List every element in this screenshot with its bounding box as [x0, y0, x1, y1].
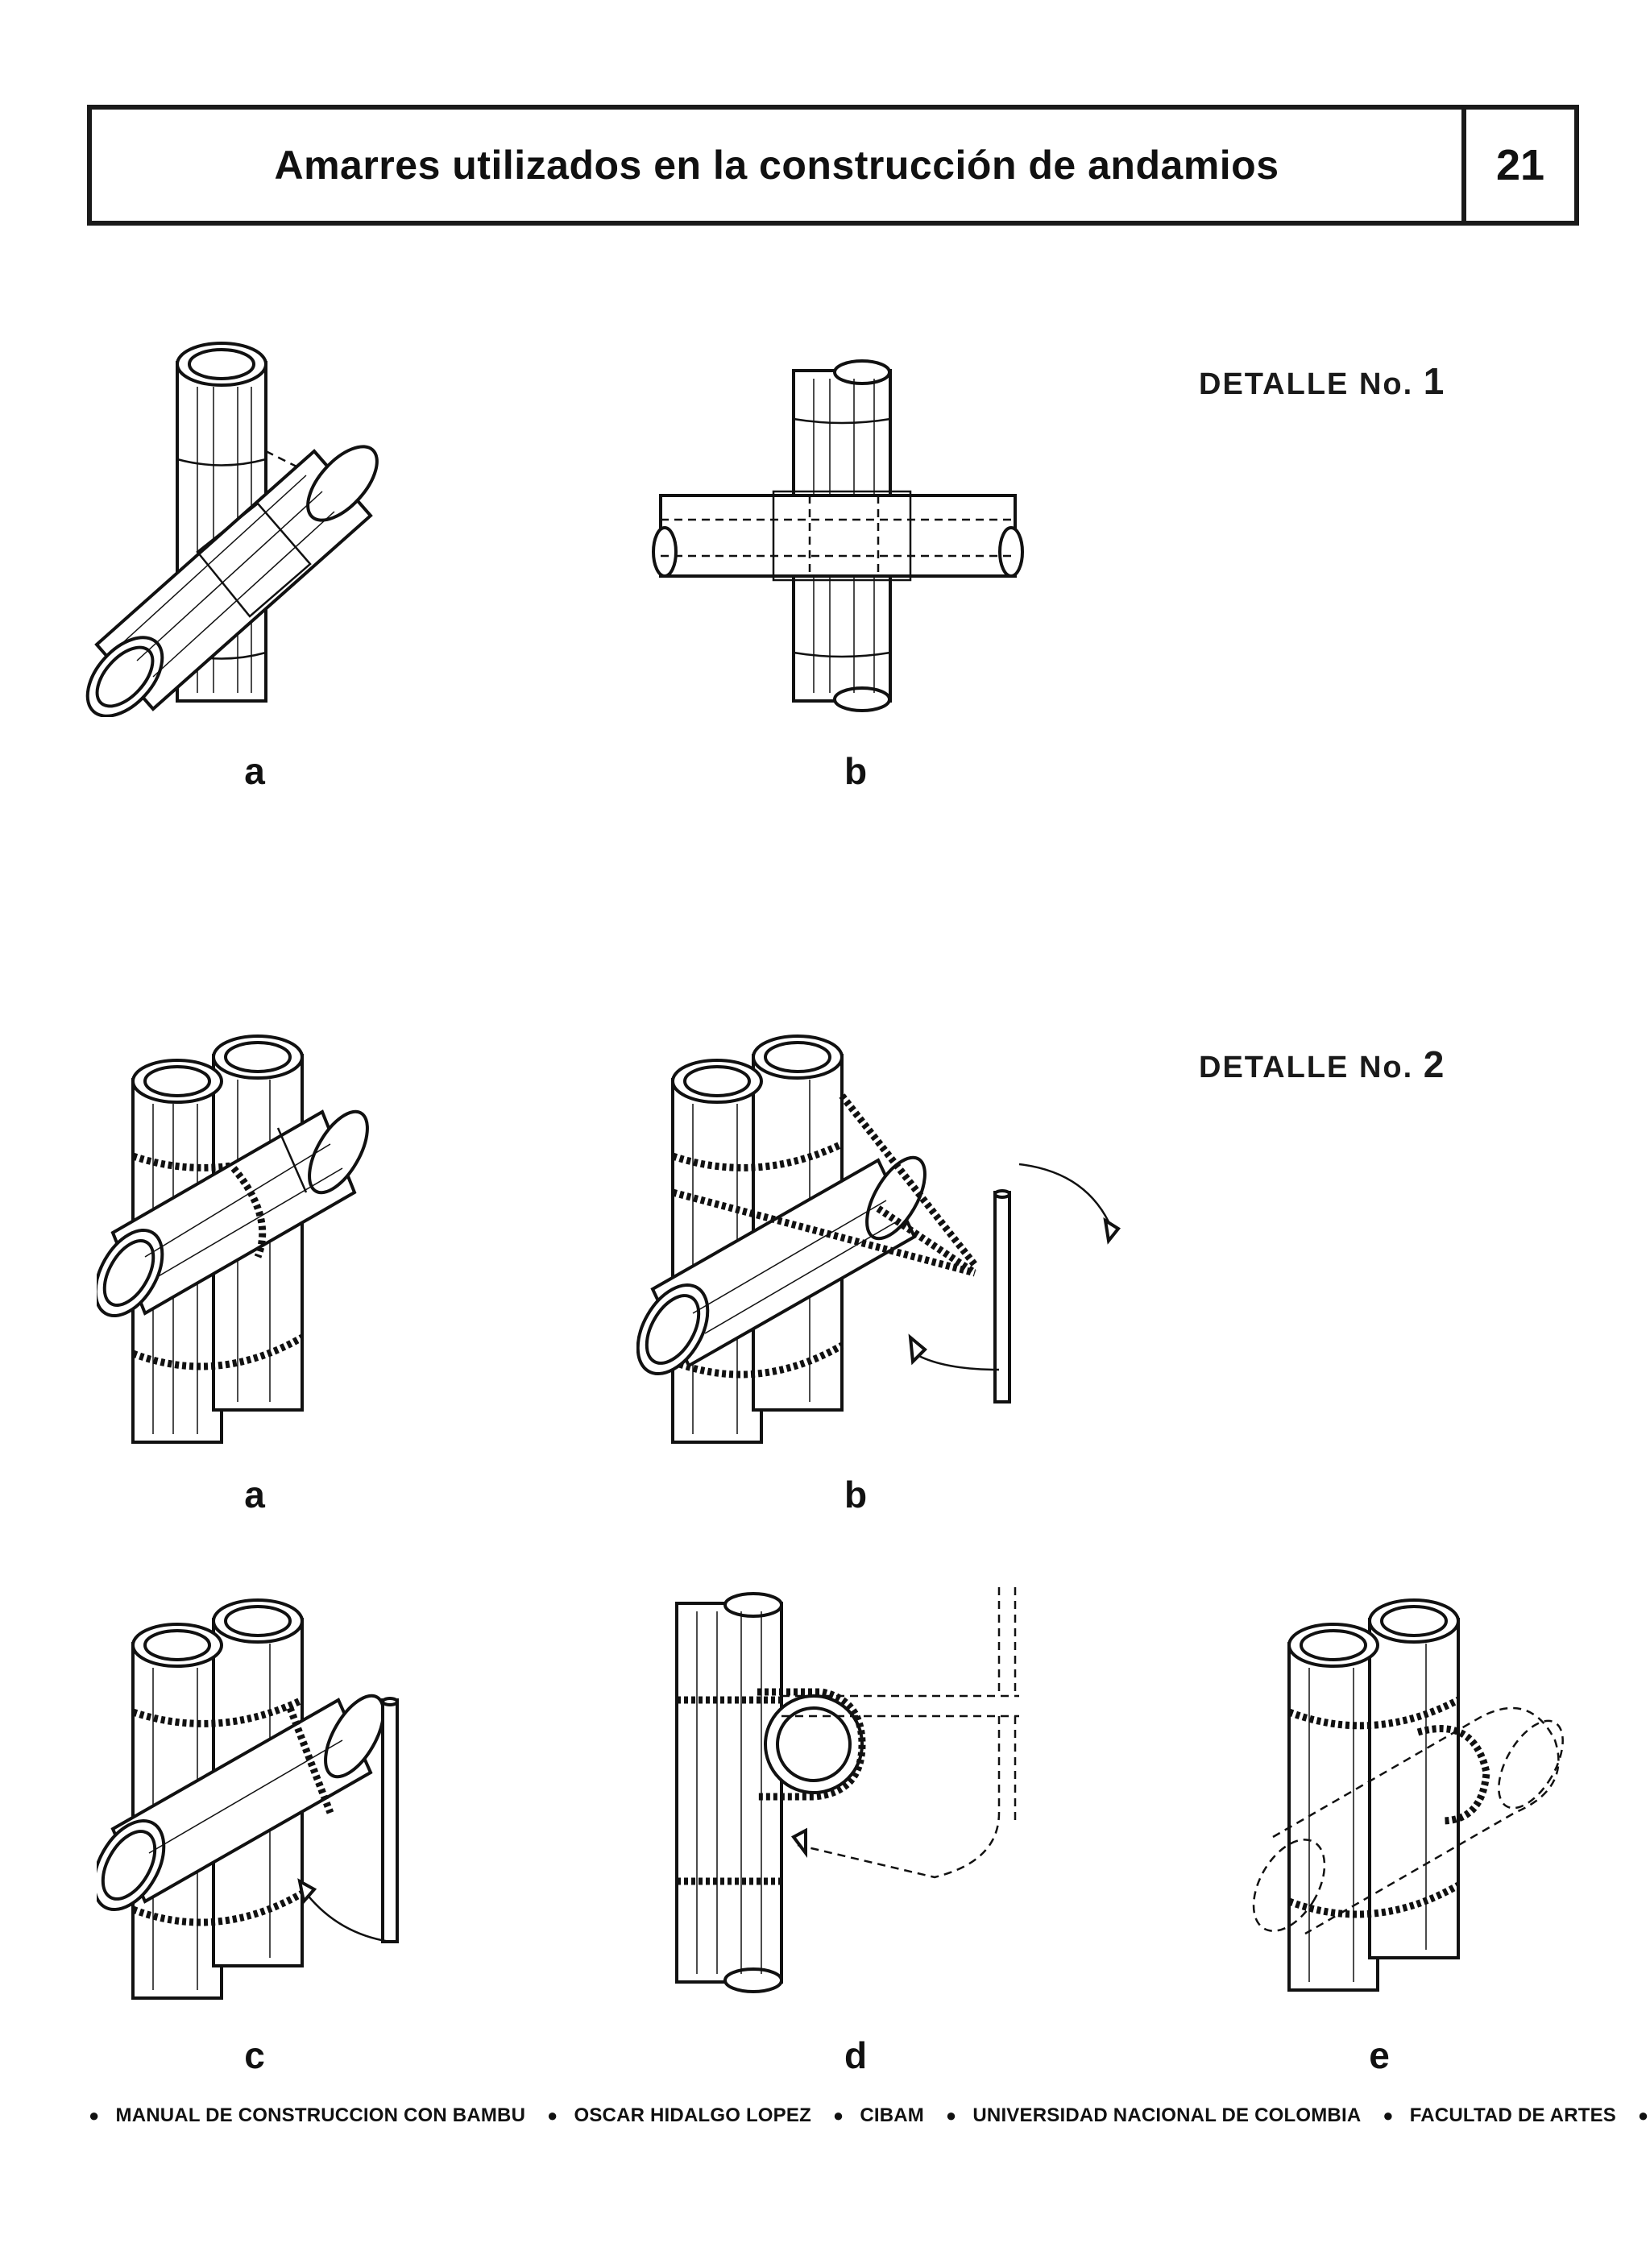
detail-2-label: DETALLE No. — [1199, 1051, 1414, 1084]
detail-2-figure-c-label: c — [244, 2034, 265, 2076]
footer-item: OSCAR HIDALGO LOPEZ — [574, 2104, 811, 2126]
detail-2-figure-e-label: e — [1369, 2034, 1390, 2076]
footer-item: FACULTAD DE ARTES — [1409, 2104, 1617, 2126]
detail-1-heading: DETALLE No. 1 — [1199, 359, 1445, 403]
footer-item: MANUAL DE CONSTRUCCION CON BAMBU — [115, 2104, 526, 2126]
detail-2-figure-d-label: d — [844, 2034, 868, 2076]
page-header: Amarres utilizados en la construcción de… — [87, 105, 1579, 226]
footer-item: CIBAM — [860, 2104, 924, 2126]
header-divider — [1461, 110, 1466, 221]
detail-1-figure-b — [652, 359, 1024, 712]
detail-1-figure-a-label: a — [244, 750, 265, 792]
detail-1-figure-b-label: b — [844, 750, 868, 792]
detail-2-heading: DETALLE No. 2 — [1199, 1043, 1445, 1086]
detail-1-number: 1 — [1423, 360, 1446, 402]
detail-2-number: 2 — [1423, 1043, 1446, 1085]
detail-2-figure-a — [97, 1034, 369, 1444]
detail-2-figure-e — [1252, 1598, 1564, 1992]
detail-2-figure-b-label: b — [844, 1474, 868, 1515]
page-footer: ●MANUAL DE CONSTRUCCION CON BAMBU ●OSCAR… — [89, 2104, 1649, 2126]
detail-2-figure-a-label: a — [244, 1474, 265, 1515]
detail-2-figure-c — [97, 1598, 399, 2000]
detail-1-figure-a — [85, 342, 379, 717]
detail-1-label: DETALLE No. — [1199, 367, 1414, 401]
page-title: Amarres utilizados en la construcción de… — [274, 143, 1279, 188]
page-number: 21 — [1495, 141, 1545, 189]
detail-2-figure-b — [636, 1034, 1121, 1444]
detail-2-figure-d — [675, 1587, 1019, 1993]
footer-item: UNIVERSIDAD NACIONAL DE COLOMBIA — [972, 2104, 1362, 2126]
